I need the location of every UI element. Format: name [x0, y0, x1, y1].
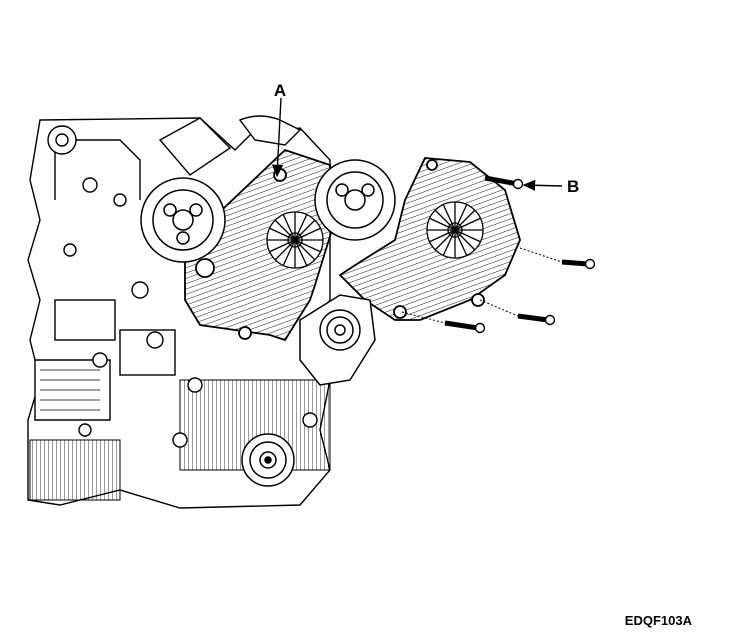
callout-a: A: [271, 81, 286, 178]
idler-pulley: [299, 294, 376, 386]
cover-vent-left: [266, 211, 324, 269]
camshaft-sprocket-right: [314, 159, 396, 241]
camshaft-sprocket-left: [140, 177, 226, 263]
figure-id: EDQF103A: [624, 613, 692, 628]
bolt-right-upper: [519, 247, 596, 270]
bolt-b: [484, 175, 524, 190]
bolt-center-lower: [401, 311, 486, 334]
callout-b: B: [522, 177, 579, 196]
crankshaft-pulley: [241, 433, 295, 487]
cover-vent-right: [426, 201, 484, 259]
callout-b-label: B: [567, 177, 579, 196]
callout-a-label: A: [274, 81, 286, 100]
mounting-bolts: [401, 175, 596, 334]
bolt-right-lower: [479, 299, 556, 326]
